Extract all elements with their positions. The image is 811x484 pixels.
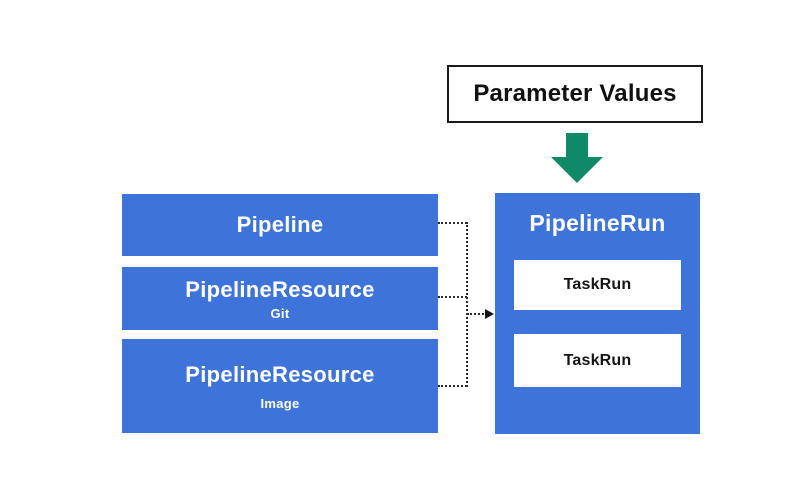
taskrun-box: TaskRun	[514, 334, 681, 387]
pipeline-box: Pipeline	[122, 194, 438, 256]
connector-arrow-line	[467, 313, 487, 315]
connector-git-stub	[438, 296, 467, 298]
connector-vertical-bus	[466, 222, 468, 387]
pipelineresource-git-box: PipelineResource Git	[122, 267, 438, 330]
pipelineresource-image-title: PipelineResource	[185, 361, 375, 387]
taskrun-box: TaskRun	[514, 260, 681, 310]
parameter-values-label: Parameter Values	[473, 80, 677, 107]
pipeline-box-title: Pipeline	[236, 212, 324, 237]
pipelinerun-title: PipelineRun	[529, 210, 666, 236]
connector-pipeline-stub	[438, 222, 467, 224]
connector-arrowhead-icon	[485, 309, 494, 319]
taskrun-label: TaskRun	[563, 351, 632, 369]
down-arrow-icon	[566, 133, 588, 159]
pipelinerun-box: PipelineRun TaskRun TaskRun	[495, 193, 700, 434]
pipelineresource-git-subtitle: Git	[270, 305, 290, 321]
parameter-values-box: Parameter Values	[447, 65, 703, 123]
connector-image-stub	[438, 385, 467, 387]
pipelineresource-image-box: PipelineResource Image	[122, 339, 438, 433]
pipelineresource-git-title: PipelineResource	[185, 276, 375, 302]
down-arrow-head	[551, 157, 603, 183]
pipelineresource-image-subtitle: Image	[260, 395, 300, 411]
taskrun-label: TaskRun	[563, 276, 632, 293]
